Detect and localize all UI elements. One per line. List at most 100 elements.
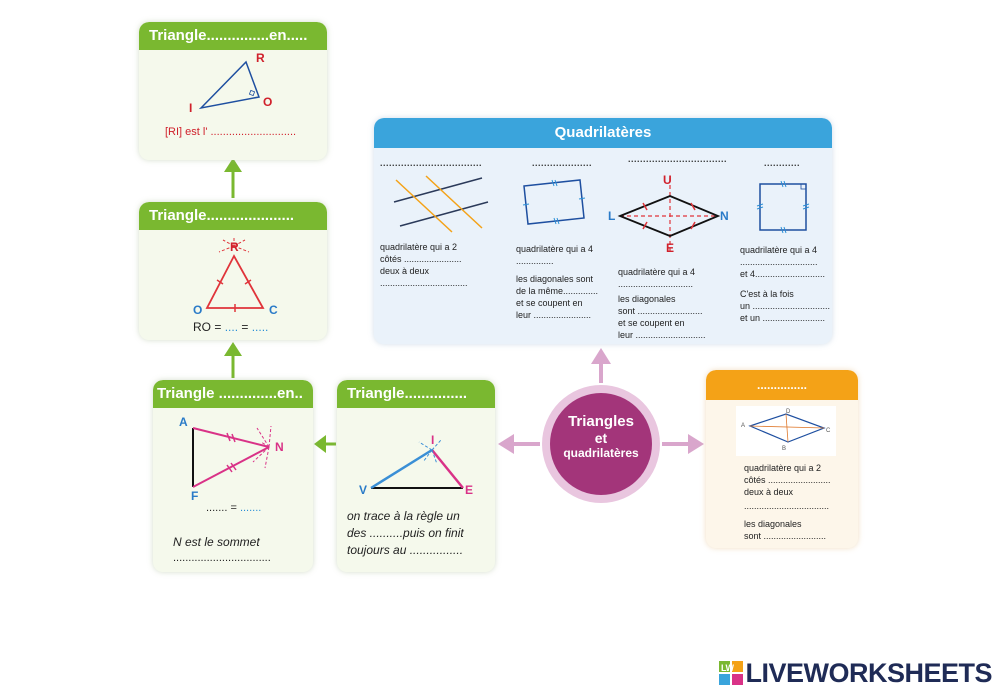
label-c: C — [826, 428, 831, 434]
caption-line-3: toujours au ................ — [347, 543, 464, 557]
center-line-1: Triangles — [568, 413, 634, 430]
card-title: Triangle...............en..... — [139, 22, 327, 50]
rhombus-figure: U L N E — [608, 173, 729, 255]
label-r: R — [256, 51, 265, 65]
col3-text: quadrilatère qui a 4 ...................… — [618, 266, 706, 341]
label-i: I — [189, 101, 192, 115]
col3-line-6: leur ............................ — [618, 330, 706, 340]
caption-line-1: on trace à la règle un — [347, 509, 460, 523]
col1-text: quadrilatère qui a 2 côtés .............… — [380, 241, 468, 289]
col3-line-3: les diagonales — [618, 294, 676, 304]
col1-heading: .................................. — [380, 158, 483, 168]
col1-line-2: côtés ....................... — [380, 254, 462, 264]
para-line-5: les diagonales — [744, 519, 802, 529]
label-n: N — [275, 440, 284, 454]
col3-line-5: et se coupent en — [618, 318, 685, 328]
col1-line-1: quadrilatère qui a 2 — [380, 242, 458, 252]
card-triangle-roc: Triangle..................... R O C RO =… — [139, 202, 327, 340]
eq-right: ....... — [239, 502, 262, 514]
col4-line-5: un ............................... — [740, 301, 831, 311]
equation: RO = .... = ..... — [193, 320, 268, 334]
eq-mid: = — [238, 320, 252, 334]
col4-text: quadrilatère qui a 4 ...................… — [740, 244, 830, 324]
col3-heading: ................................. — [628, 154, 728, 164]
label-a: A — [741, 423, 745, 429]
label-e: E — [465, 483, 473, 497]
para-line-3: deux à deux — [744, 487, 794, 497]
label-l: L — [608, 209, 615, 223]
logo-badge-letters: LW — [721, 663, 735, 673]
para-line-2: côtés ......................... — [744, 475, 831, 485]
eq-blank-2: ..... — [251, 320, 269, 334]
para-line-6: sont ......................... — [744, 531, 827, 541]
logo-text: LIVEWORKSHEETS — [745, 658, 992, 688]
card-triangle-vie: Triangle............... V I E on trace à… — [337, 380, 495, 572]
caption: [RI] est l' ............................ — [165, 126, 297, 138]
label-f: F — [191, 489, 198, 503]
triangle-iro-figure: R I O — [189, 51, 272, 115]
label-r: R — [230, 240, 239, 254]
triangle-afn-figure: A F N — [179, 415, 284, 503]
label-o: O — [263, 95, 272, 109]
para-text: quadrilatère qui a 2 côtés .............… — [744, 462, 831, 542]
card-triangle-afn: Triangle ..............en.. A F N ......… — [153, 380, 313, 572]
col3-line-1: quadrilatère qui a 4 — [618, 267, 696, 277]
label-d: D — [786, 409, 791, 415]
eq-blank-1: .... — [224, 320, 239, 334]
quadrilaterals-panel: Quadrilatères ..........................… — [374, 118, 832, 344]
col4-line-4: C'est à la fois — [740, 289, 794, 299]
col4-heading: ............ — [764, 158, 801, 168]
label-v: V — [359, 483, 367, 497]
col2-line-1: quadrilatère qui a 4 — [516, 244, 594, 254]
col4-line-1: quadrilatère qui a 4 — [740, 245, 818, 255]
label-u: U — [663, 173, 672, 187]
para-line-4: .................................. — [744, 501, 830, 511]
logo-badge-icon: LW — [719, 661, 744, 685]
card-title: Triangle............... — [337, 380, 495, 408]
center-line-2: et — [594, 430, 608, 446]
card-title: ............... — [706, 370, 858, 400]
parallelogram-card: ............... A D C B quadrilatère qui… — [706, 370, 858, 548]
col2-line-2: ............... — [516, 256, 554, 266]
card-title: Triangle..................... — [139, 202, 327, 230]
panel-title: Quadrilatères — [374, 118, 832, 148]
col2-line-6: leur ....................... — [516, 310, 592, 320]
label-b: B — [782, 446, 786, 452]
col2-text: quadrilatère qui a 4 ............... les… — [516, 243, 598, 321]
parallelogram-figure: A D C B — [736, 406, 836, 456]
card-triangle-iro: Triangle...............en..... R I O [RI… — [139, 22, 327, 160]
square-figure — [756, 180, 810, 234]
center-inner: Triangles et quadrilatères — [550, 393, 652, 495]
col2-heading: .................... — [532, 158, 593, 168]
triangle-roc-figure: R O C — [193, 236, 278, 315]
col3-line-2: .............................. — [618, 279, 694, 289]
col1-line-3: deux à deux — [380, 266, 430, 276]
card-title: Triangle ..............en.. — [153, 380, 313, 408]
col2-line-5: et se coupent en — [516, 298, 583, 308]
caption-line-2: des ..........puis on finit — [347, 526, 464, 540]
label-a: A — [179, 415, 188, 429]
col3-line-4: sont .......................... — [618, 306, 703, 316]
col2-line-3: les diagonales sont — [516, 274, 594, 284]
eq-prefix: RO = — [193, 320, 225, 334]
col4-line-3: et 4............................ — [740, 269, 826, 279]
col1-line-4: ................................... — [380, 278, 468, 288]
para-line-1: quadrilatère qui a 2 — [744, 463, 822, 473]
caption-line-1: N est le sommet — [173, 535, 260, 549]
rectangle-figure — [522, 179, 586, 225]
col4-line-2: ............................... — [740, 257, 818, 267]
liveworksheets-logo: LW LIVEWORKSHEETS — [719, 658, 992, 689]
col4-line-6: et un ......................... — [740, 313, 826, 323]
center-line-3: quadrilatères — [563, 446, 639, 460]
eq-left: ....... = — [206, 502, 240, 514]
label-c: C — [269, 303, 278, 315]
label-e: E — [666, 241, 674, 255]
equation: ....... = ....... — [206, 502, 261, 514]
center-topic: Triangles et quadrilatères — [542, 385, 660, 503]
parallel-lines-figure — [393, 175, 489, 233]
label-o: O — [193, 303, 202, 315]
caption-line-2: ................................ — [173, 552, 271, 564]
label-i: I — [431, 433, 434, 447]
label-n: N — [720, 209, 729, 223]
